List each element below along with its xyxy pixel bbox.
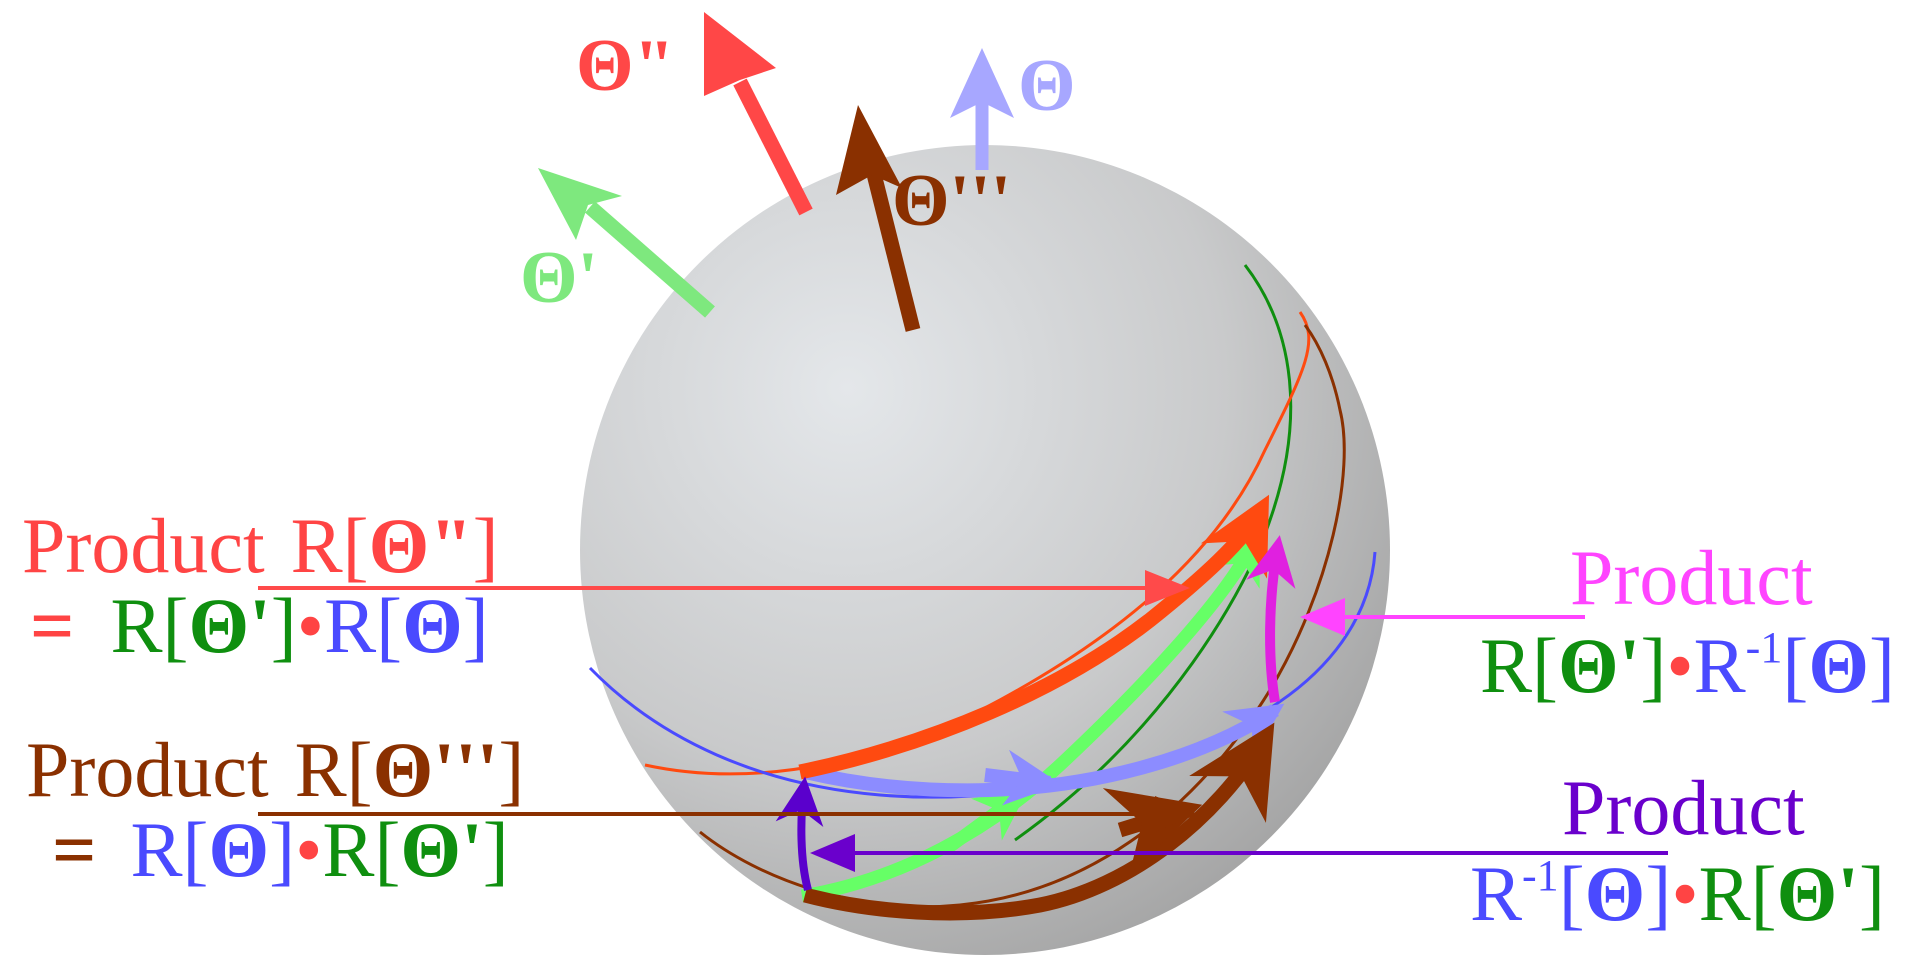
svg-text:R-1[Θ]•R[Θ']: R-1[Θ]•R[Θ'] bbox=[1470, 850, 1885, 937]
magenta-eq-R2: R bbox=[1694, 622, 1746, 709]
magenta-eq-open2: [ bbox=[1782, 622, 1808, 709]
brown-pointer-head bbox=[1155, 796, 1198, 832]
theta-vector-head bbox=[950, 48, 1014, 118]
magenta-product-label: Product R[Θ']•R-1[Θ] bbox=[1480, 534, 1895, 709]
brown-product-word: Product bbox=[26, 726, 269, 813]
purple-pointer-head bbox=[810, 834, 855, 872]
brown-eq-R2: R[ bbox=[322, 806, 400, 893]
red-eq-R1: R[ bbox=[110, 582, 188, 669]
purple-eq-open1: [ bbox=[1559, 850, 1585, 937]
purple-product-label: Product R-1[Θ]•R[Θ'] bbox=[1470, 764, 1885, 937]
theta-p-vector-shaft bbox=[585, 201, 715, 318]
magenta-thick-arc bbox=[1246, 535, 1296, 703]
red-eq-close2: ] bbox=[463, 582, 489, 669]
magenta-eq-close1: ] bbox=[1640, 622, 1666, 709]
svg-text:R[Θ']•R-1[Θ]: R[Θ']•R-1[Θ] bbox=[1480, 622, 1895, 709]
theta-pp-vector-head bbox=[704, 12, 776, 96]
purple-eq-sym2: Θ' bbox=[1777, 850, 1859, 937]
brown-product-close: ] bbox=[498, 726, 524, 813]
purple-eq-dot: • bbox=[1671, 850, 1698, 937]
brown-eq-sym2: Θ' bbox=[400, 806, 482, 893]
brown-eq-R1: R[ bbox=[130, 806, 208, 893]
brown-eq-close1: ] bbox=[269, 806, 295, 893]
red-equals: = bbox=[30, 582, 74, 669]
magenta-eq-close2: ] bbox=[1869, 622, 1895, 709]
magenta-eq-dot: • bbox=[1666, 622, 1693, 709]
red-eq-R2: R[ bbox=[324, 582, 402, 669]
magenta-product-word: Product bbox=[1570, 534, 1813, 621]
red-eq-close1: ] bbox=[271, 582, 297, 669]
light-blue-mid-arrow bbox=[984, 749, 1062, 806]
red-product-close: ] bbox=[473, 502, 499, 589]
red-pointer-head bbox=[1145, 570, 1190, 606]
brown-eq-sym1: Θ bbox=[208, 806, 269, 893]
magenta-eq-sym2: Θ bbox=[1808, 622, 1869, 709]
purple-eq-sup: -1 bbox=[1522, 851, 1559, 900]
red-product-symbol: Θ" bbox=[369, 502, 473, 589]
theta-ppp-vector-head bbox=[836, 105, 902, 195]
purple-eq-close2: ] bbox=[1859, 850, 1885, 937]
purple-eq-close1: ] bbox=[1645, 850, 1671, 937]
purple-eq-sym1: Θ bbox=[1585, 850, 1646, 937]
theta-ppp-vector-label: Θ''' bbox=[892, 160, 1011, 242]
magenta-pointer-head bbox=[1300, 598, 1345, 636]
brown-equals: = bbox=[52, 806, 96, 893]
red-eq-sym2: Θ bbox=[402, 582, 463, 669]
svg-text:=R[Θ']•R[Θ]: =R[Θ']•R[Θ] bbox=[30, 582, 489, 669]
svg-text:=R[Θ]•R[Θ']: =R[Θ]•R[Θ'] bbox=[52, 806, 509, 893]
purple-product-word: Product bbox=[1562, 764, 1805, 851]
purple-eq-R2: R[ bbox=[1699, 850, 1777, 937]
purple-thick-arc bbox=[775, 776, 824, 892]
theta-p-vector-head bbox=[538, 168, 622, 240]
theta-vector-label: Θ bbox=[1018, 45, 1076, 127]
red-thick-arc bbox=[798, 494, 1270, 780]
purple-eq-R1: R bbox=[1470, 850, 1522, 937]
brown-product-symbol: Θ''' bbox=[373, 726, 499, 813]
magenta-eq-sym1: Θ' bbox=[1558, 622, 1640, 709]
brown-thick-arc bbox=[803, 722, 1275, 921]
brown-eq-dot: • bbox=[295, 806, 322, 893]
theta-pp-vector-shaft bbox=[733, 78, 813, 216]
theta-pp-vector-label: Θ" bbox=[576, 25, 675, 107]
red-eq-dot: • bbox=[297, 582, 324, 669]
theta-p-vector-label: Θ' bbox=[520, 237, 598, 319]
red-eq-sym1: Θ' bbox=[188, 582, 270, 669]
magenta-eq-sup: -1 bbox=[1746, 623, 1783, 672]
red-product-word: Product bbox=[22, 502, 265, 589]
brown-eq-close2: ] bbox=[483, 806, 509, 893]
theta-ppp-vector-shaft bbox=[865, 168, 921, 332]
magenta-eq-R1: R[ bbox=[1480, 622, 1558, 709]
red-product-R: R[ bbox=[291, 502, 369, 589]
brown-product-R: R[ bbox=[295, 726, 373, 813]
